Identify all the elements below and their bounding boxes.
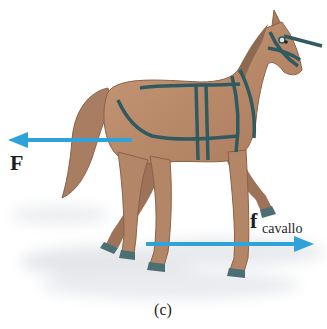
horse-leg: [150, 156, 171, 266]
horse-eye: [284, 40, 288, 44]
force-label: f: [250, 210, 257, 232]
horse-leg: [228, 150, 249, 272]
caption: (c): [154, 302, 172, 318]
horse-ear: [272, 10, 280, 26]
force-arrow: [146, 236, 314, 252]
horse-leg: [118, 152, 148, 254]
harness-ring: [279, 37, 285, 43]
force-label: F: [10, 152, 23, 174]
harness: [118, 32, 322, 160]
horse-body: [104, 22, 302, 164]
force-subscript: cavallo: [262, 222, 302, 236]
force-arrow: [8, 132, 132, 148]
